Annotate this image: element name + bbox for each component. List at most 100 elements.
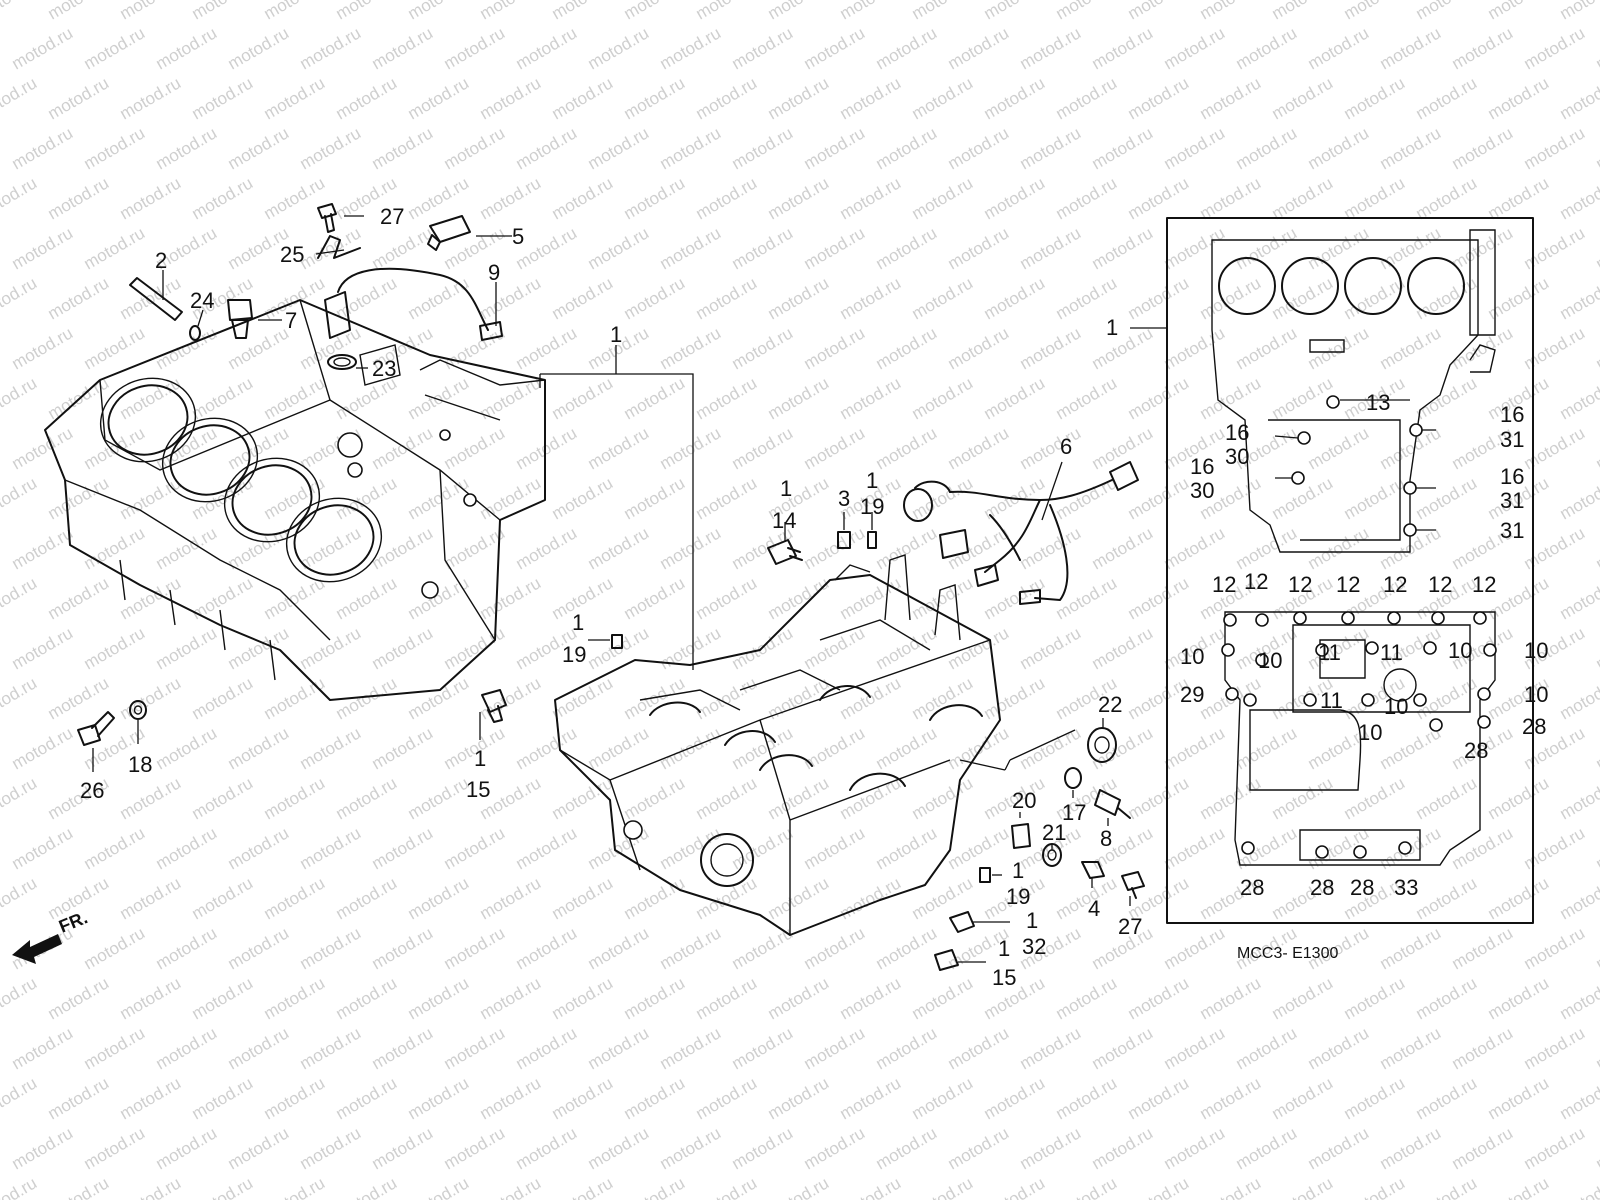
watermark-text: motod.ru — [153, 123, 221, 173]
watermark-text: motod.ru — [657, 1023, 725, 1073]
watermark-text: motod.ru — [45, 473, 113, 523]
watermark-text: motod.ru — [1161, 323, 1229, 373]
watermark-text: motod.ru — [1593, 623, 1600, 673]
watermark-text: motod.ru — [1269, 273, 1337, 323]
watermark-text: motod.ru — [153, 523, 221, 573]
callout-28b: 28 — [1464, 738, 1488, 763]
watermark-text: motod.ru — [81, 323, 149, 373]
watermark-text: motod.ru — [1161, 23, 1229, 73]
watermark-text: motod.ru — [1017, 423, 1085, 473]
watermark-text: motod.ru — [405, 1073, 473, 1123]
watermark-text: motod.ru — [693, 173, 761, 223]
watermark-text: motod.ru — [1089, 23, 1157, 73]
watermark-text: motod.ru — [621, 273, 689, 323]
watermark-text: motod.ru — [657, 1123, 725, 1173]
watermark-text: motod.ru — [369, 623, 437, 673]
watermark-text: motod.ru — [585, 123, 653, 173]
callout-16a: 16 — [1225, 420, 1249, 445]
watermark-text: motod.ru — [549, 873, 617, 923]
watermark-text: motod.ru — [513, 323, 581, 373]
callout-7: 7 — [285, 308, 297, 333]
watermark-text: motod.ru — [765, 373, 833, 423]
watermark-text: motod.ru — [1125, 1173, 1193, 1200]
watermark-text: motod.ru — [585, 223, 653, 273]
callout-12d: 12 — [1336, 572, 1360, 597]
watermark-text: motod.ru — [225, 523, 293, 573]
watermark-text: motod.ru — [693, 73, 761, 123]
watermark-text: motod.ru — [1269, 73, 1337, 123]
watermark-text: motod.ru — [1089, 723, 1157, 773]
callout-10b: 10 — [1258, 648, 1282, 673]
watermark-text: motod.ru — [801, 723, 869, 773]
watermark-text: motod.ru — [117, 373, 185, 423]
watermark-text: motod.ru — [1089, 223, 1157, 273]
watermark-text: motod.ru — [1521, 823, 1589, 873]
watermark-text: motod.ru — [477, 273, 545, 323]
watermark-text: motod.ru — [225, 723, 293, 773]
watermark-text: motod.ru — [261, 1073, 329, 1123]
watermark-text: motod.ru — [513, 923, 581, 973]
watermark-text: motod.ru — [909, 1073, 977, 1123]
watermark-text: motod.ru — [1161, 523, 1229, 573]
watermark-text: motod.ru — [45, 1173, 113, 1200]
watermark-text: motod.ru — [117, 673, 185, 723]
watermark-text: motod.ru — [909, 573, 977, 623]
watermark-text: motod.ru — [1089, 1123, 1157, 1173]
watermark-text: motod.ru — [1125, 273, 1193, 323]
watermark-text: motod.ru — [909, 673, 977, 723]
watermark-text: motod.ru — [0, 973, 40, 1023]
watermark-text: motod.ru — [873, 323, 941, 373]
watermark-text: motod.ru — [0, 1073, 40, 1123]
watermark-text: motod.ru — [1269, 973, 1337, 1023]
callout-9: 9 — [488, 260, 500, 285]
watermark-text: motod.ru — [657, 223, 725, 273]
watermark-text: motod.ru — [585, 523, 653, 573]
watermark-text: motod.ru — [153, 323, 221, 373]
callout-8: 8 — [1100, 826, 1112, 851]
watermark-text: motod.ru — [1449, 223, 1517, 273]
watermark-text: motod.ru — [837, 1073, 905, 1123]
watermark-text: motod.ru — [801, 1123, 869, 1173]
small-parts-top-left — [129, 203, 503, 370]
watermark-text: motod.ru — [1305, 23, 1373, 73]
watermark-text: motod.ru — [1593, 723, 1600, 773]
watermark-text: motod.ru — [801, 923, 869, 973]
lower-crankcase-drawing — [554, 554, 1001, 936]
watermark-text: motod.ru — [1053, 873, 1121, 923]
watermark-text: motod.ru — [333, 73, 401, 123]
watermark-text: motod.ru — [81, 1123, 149, 1173]
callout-11a: 11 — [1318, 640, 1341, 665]
watermark-text: motod.ru — [81, 623, 149, 673]
watermark-text: motod.ru — [1449, 1023, 1517, 1073]
callout-26: 26 — [80, 778, 104, 803]
watermark-text: motod.ru — [405, 473, 473, 523]
watermark-text: motod.ru — [1521, 123, 1589, 173]
watermark-text: motod.ru — [81, 223, 149, 273]
watermark-text: motod.ru — [81, 23, 149, 73]
watermark-text: motod.ru — [1521, 1023, 1589, 1073]
watermark-text: motod.ru — [729, 23, 797, 73]
watermark-text: motod.ru — [297, 623, 365, 673]
watermark-text: motod.ru — [369, 123, 437, 173]
watermark-text: motod.ru — [1485, 0, 1553, 23]
small-parts-middle — [77, 531, 877, 746]
watermark-text: motod.ru — [873, 423, 941, 473]
watermark-text: motod.ru — [0, 473, 40, 523]
watermark-text: motod.ru — [1413, 1173, 1481, 1200]
watermark-text: motod.ru — [945, 623, 1013, 673]
watermark-text: motod.ru — [1269, 0, 1337, 23]
watermark-text: motod.ru — [441, 123, 509, 173]
watermark-text: motod.ru — [477, 673, 545, 723]
watermark-text: motod.ru — [1593, 223, 1600, 273]
callout-31a: 31 — [1500, 427, 1524, 452]
watermark-text: motod.ru — [1305, 1023, 1373, 1073]
watermark-text: motod.ru — [549, 773, 617, 823]
callout-28a: 28 — [1522, 714, 1546, 739]
watermark-text: motod.ru — [657, 523, 725, 573]
watermark-text: motod.ru — [1593, 1023, 1600, 1073]
watermark-text: motod.ru — [837, 573, 905, 623]
watermark-text: motod.ru — [405, 0, 473, 23]
watermark-text: motod.ru — [1017, 123, 1085, 173]
watermark-text: motod.ru — [1593, 1123, 1600, 1173]
callout-27-top: 27 — [380, 204, 404, 229]
